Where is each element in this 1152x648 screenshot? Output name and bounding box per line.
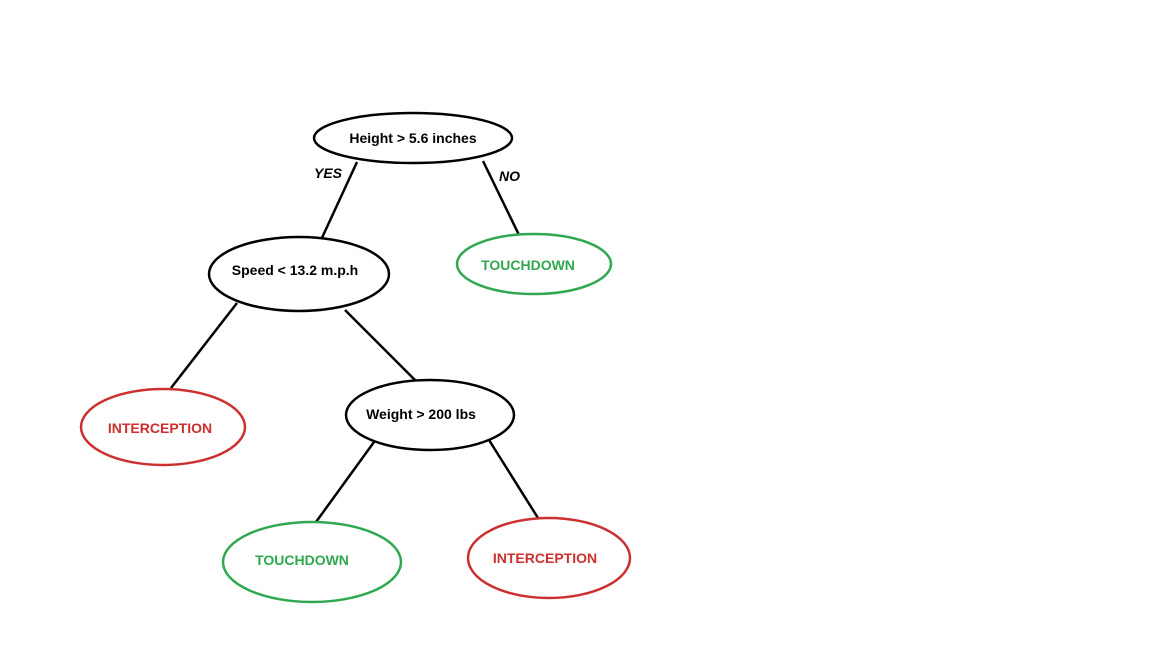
node-speed-shape	[207, 235, 391, 313]
edge-root-to-speed	[319, 161, 359, 241]
node-touchdown-right: TOUCHDOWN	[455, 232, 613, 296]
edge-label-yes: YES	[314, 165, 343, 181]
node-speed: Speed < 13.2 m.p.h	[207, 235, 391, 313]
node-weight: Weight > 200 lbs	[344, 378, 516, 452]
node-interception-bottom-label: INTERCEPTION	[493, 550, 597, 566]
edge-label-no: NO	[499, 168, 520, 184]
node-root-shape	[312, 111, 514, 165]
node-touchdown-bottom-shape	[221, 520, 403, 604]
node-interception-bottom-shape	[466, 516, 632, 600]
node-touchdown-right-shape	[455, 232, 613, 296]
node-interception-bottom: INTERCEPTION	[466, 516, 632, 600]
edge-weight-to-touchdown	[314, 441, 376, 523]
node-touchdown-bottom: TOUCHDOWN	[221, 520, 403, 604]
edge-speed-to-weight	[344, 309, 418, 383]
edge-root-to-touchdown	[481, 160, 521, 236]
node-touchdown-right-label: TOUCHDOWN	[481, 257, 575, 273]
node-touchdown-bottom-label: TOUCHDOWN	[255, 552, 349, 568]
node-speed-label: Speed < 13.2 m.p.h	[232, 262, 358, 278]
edge-speed-to-interception	[170, 302, 238, 389]
edge-weight-to-interception	[487, 439, 540, 519]
node-weight-shape	[344, 378, 516, 452]
node-weight-label: Weight > 200 lbs	[366, 406, 476, 422]
node-interception-left-shape	[79, 387, 247, 467]
node-root-label: Height > 5.6 inches	[349, 130, 476, 146]
node-interception-left: INTERCEPTION	[79, 387, 247, 467]
node-interception-left-label: INTERCEPTION	[108, 420, 212, 436]
node-root: Height > 5.6 inches	[312, 111, 514, 165]
